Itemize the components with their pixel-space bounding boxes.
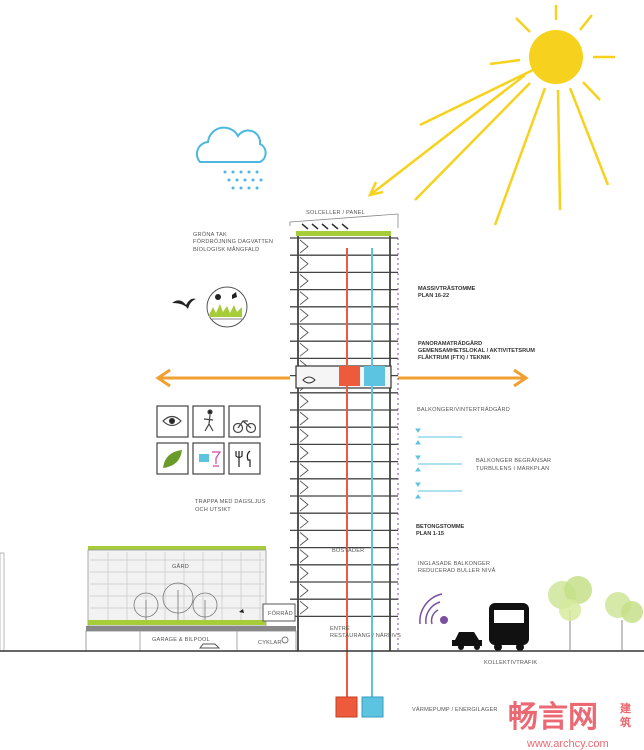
airflow-arrow-right-icon [398, 368, 529, 388]
rain-cloud-icon [195, 126, 267, 190]
heat-unit-blue [364, 366, 385, 386]
podium-building: GÅRD FÖRRÅD GARAGE & BILPOOL CYKLAR [85, 546, 297, 652]
walking-icon [207, 409, 213, 415]
balconies-winter-label: BALKONGER/VINTERTRÄDGÅRD [417, 406, 510, 413]
sun-icon [367, 5, 615, 226]
entrance-label: RESTAURANG / NÄRLIVS [330, 632, 401, 639]
stair-flight [299, 274, 309, 288]
stair-flight [299, 600, 309, 615]
balconies-turbulence-label: BALKONGER BEGRÄNSAR [476, 457, 551, 464]
green-roof-label: BIOLOGISK MÅNGFALD [193, 246, 259, 253]
svg-text:www.archcy.com: www.archcy.com [526, 738, 609, 750]
tower-section: SOLCELLER / PANEL BOSTÄDER ENTRÉ RESTAUR… [289, 210, 401, 718]
car-icon [199, 643, 221, 649]
glazed-label: REDUCERAD BULLER NIVÅ [418, 567, 496, 574]
bus-icon [489, 603, 529, 651]
eye-icon [162, 415, 182, 427]
energy-storage-box [361, 696, 384, 718]
watermark-logo: 畅言网 建 筑 www.archcy.com [508, 700, 632, 750]
stairs-label: OCH UTSIKT [195, 507, 231, 513]
bird-icon [239, 609, 244, 613]
heat-unit-red [339, 366, 360, 386]
svg-text:筑: 筑 [620, 715, 631, 729]
bicycle-icon [232, 420, 257, 434]
bird-icon [172, 298, 196, 309]
concrete-label: PLAN 1-15 [416, 531, 444, 537]
balconies-turbulence-label: TURBULENS I MARKPLAN [476, 466, 549, 472]
stair-flight [299, 325, 309, 340]
stair-flight [299, 446, 309, 460]
panorama-label: PANORAMATRÄDGÅRD [418, 340, 482, 347]
drink-icon [199, 451, 222, 467]
panorama-label: FLÄKTRUM (FTX) / TEKNIK [418, 354, 490, 361]
courtyard-label: GÅRD [172, 563, 189, 570]
stair-flight [299, 532, 309, 546]
stairs-label: TRAPPA MED DAGSLJUS [195, 499, 266, 505]
stair-flight [299, 428, 309, 443]
stair-flight [299, 291, 309, 305]
massive-wood-label: PLAN 16-22 [418, 293, 449, 299]
stair-flight [299, 566, 309, 581]
stair-flight [299, 342, 309, 357]
stair-flight [299, 463, 309, 477]
apartments-label: BOSTÄDER [332, 547, 364, 554]
airflow-arrow-left-icon [155, 368, 290, 388]
green-roof-label: GRÖNA TAK [193, 231, 227, 238]
stair-flight [299, 256, 309, 271]
svg-text:畅言网: 畅言网 [508, 700, 598, 735]
heatpump-label: VÄRMEPUMP / ENERGILAGER [412, 706, 498, 713]
entrance-label: ENTRÉ [330, 625, 350, 632]
bikes-label: CYKLAR [258, 640, 282, 646]
stair-flight [299, 497, 309, 512]
transit-label: KOLLEKTIVTRAFIK [484, 660, 537, 666]
eye-icon [302, 376, 316, 384]
solar-panel-icon [301, 223, 349, 230]
wind-balcony-icons [415, 428, 462, 499]
stair-flight [299, 549, 309, 563]
biodiversity-icon [206, 286, 248, 328]
green-roof [296, 231, 391, 236]
stair-flight [299, 394, 309, 409]
stair-flight [299, 514, 309, 529]
solar-panel-label: SOLCELLER / PANEL [306, 210, 365, 216]
heatpump-box [335, 696, 358, 718]
glazed-label: INGLASADE BALKONGER [418, 561, 490, 567]
bicycle-icon [281, 636, 289, 644]
massive-wood-label: MASSIVTRÄSTOMME [418, 285, 476, 292]
neighbor-building [0, 552, 5, 652]
stair-flight [299, 308, 309, 323]
tree-icon [548, 576, 643, 650]
svg-text:建: 建 [620, 701, 632, 715]
car-icon [452, 632, 482, 650]
green-roof-label: FÖRDRÖJNING DAGVATTEN [193, 238, 273, 245]
amenity-icons [156, 405, 261, 475]
noise-icon [419, 593, 448, 625]
stair-flight [299, 239, 309, 254]
concrete-label: BETONGSTOMME [416, 524, 465, 530]
stair-flight [299, 411, 309, 426]
panorama-label: GEMENSAMHETSLOKAL / AKTIVITETSRUM [418, 348, 535, 354]
stair-flight [299, 583, 309, 598]
stair-flight [299, 480, 309, 495]
cutlery-icon [235, 450, 251, 467]
storage-label: FÖRRÅD [268, 610, 293, 617]
leaf-icon [163, 450, 182, 468]
garage-label: GARAGE & BILPOOL [152, 637, 210, 643]
